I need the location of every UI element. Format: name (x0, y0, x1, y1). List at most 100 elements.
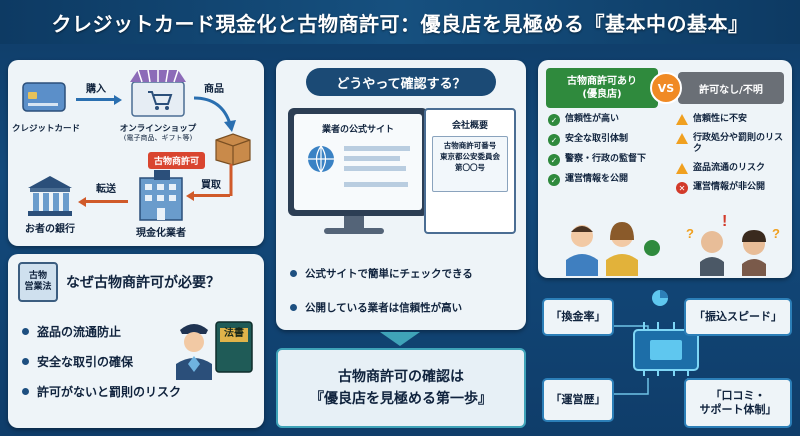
list-item: 許可がないと罰則のリスク (22, 376, 181, 406)
warning-icon (676, 114, 688, 125)
licensed-item-text: 警察・行政の監督下 (565, 154, 647, 164)
warning-icon (676, 133, 688, 144)
check-icon: ✓ (548, 154, 560, 166)
pie-chart-icon (652, 290, 668, 306)
list-item: 公開している業者は信頼性が高い (290, 290, 473, 324)
worried-customers-icon: ! ? ? (686, 213, 780, 276)
licensed-item-text: 運営情報を公開 (565, 174, 629, 184)
licensed-item-text: 信頼性が高い (565, 114, 620, 124)
credit-card-icon (22, 82, 66, 112)
list-item: ✓ 信頼性が高い (548, 114, 670, 126)
monitor-icon: 業者の公式サイト (288, 108, 428, 216)
chip-icon (633, 322, 699, 376)
box-to-dealer-line (229, 164, 233, 196)
law-badge-line2: 営業法 (24, 282, 52, 292)
licensed-subheading: (優良店) (582, 89, 622, 100)
list-item: ✓ 警察・行政の監督下 (548, 154, 670, 166)
why-panel: 古物 営業法 なぜ古物商許可が必要？ 盗品の流通防止 安全な取引の確保 許可がな… (8, 254, 264, 428)
monitor-base (324, 228, 384, 234)
conclusion-line2: 『優良店を見極める第一歩』 (310, 391, 492, 407)
svg-text:!: ! (722, 213, 727, 230)
why-header: 古物 営業法 なぜ古物商許可が必要？ (18, 262, 254, 302)
purchase-label: 購入 (86, 84, 106, 95)
svg-text:?: ? (686, 226, 694, 241)
criteria-speed: 「振込スピード」 (684, 298, 792, 336)
buyback-label: 買取 (201, 180, 221, 191)
flow-panel: クレジットカード 購入 オンラインショップ (電子商品、ギフト等) 商品 古物商… (8, 60, 264, 246)
goods-arrow-icon (193, 96, 236, 132)
transfer-arrow (78, 197, 128, 207)
check-icon: ✓ (548, 134, 560, 146)
permit-number-box: 古物商許可番号 東京都公安委員会 第〇〇号 (432, 136, 508, 192)
dealer-building-icon (139, 170, 183, 221)
law-book-label: 法書 (224, 328, 244, 339)
bullet-dot-icon (290, 269, 297, 277)
bullet-dot-icon (22, 327, 29, 335)
criteria-reviews-line1: 「口コミ・ (710, 389, 766, 402)
bank-label: お者の銀行 (25, 224, 75, 235)
online-shop-sub-label: (電子商品、ギフト等) (123, 134, 193, 142)
purchase-arrow (76, 95, 122, 105)
law-badge: 古物 営業法 (18, 262, 58, 302)
transfer-label: 転送 (96, 184, 116, 195)
list-item: 盗品流通のリスク (676, 163, 788, 174)
bullet-dot-icon (22, 357, 29, 365)
law-badge-line1: 古物 (28, 271, 47, 281)
unlicensed-item-text: 運営情報が非公開 (693, 182, 766, 192)
check-bullet-list: 公式サイトで簡単にチェックできる 公開している業者は信頼性が高い (290, 256, 473, 324)
unlicensed-list: 信頼性に不安 行政処分や罰則のリスク 盗品流通のリスク ✕ 運営情報が非公開 (676, 114, 788, 202)
vs-badge: VS (650, 72, 682, 104)
company-profile-doc: 会社概要 古物商許可番号 東京都公安委員会 第〇〇号 (424, 108, 516, 234)
credit-card-label: クレジットカード (11, 124, 80, 134)
text-lines-icon (344, 146, 410, 187)
doc-line3: 第〇〇号 (455, 163, 485, 172)
unlicensed-item-text: 盗品流通のリスク (693, 163, 766, 173)
list-item: 盗品の流通防止 (22, 316, 181, 346)
licensed-list: ✓ 信頼性が高い ✓ 安全な取引体制 ✓ 警察・行政の監督下 ✓ 運営情報を公開 (548, 114, 670, 194)
site-title: 業者の公式サイト (321, 125, 394, 135)
list-item: 信頼性に不安 (676, 114, 788, 125)
unlicensed-item-text: 信頼性に不安 (693, 114, 748, 124)
online-shop-icon (130, 69, 186, 117)
page-title: クレジットカード現金化と古物商許可：優良店を見極める『基本中の基本』 (51, 11, 749, 36)
check-panel: どうやって確認する？ 業者の公式サイト 会社概要 古物商許可番号 東京都公安委員… (276, 60, 526, 330)
doc-line2: 東京都公安委員会 (440, 152, 500, 161)
check-icon: ✓ (548, 174, 560, 186)
compare-panel: 古物商許可あり (優良店) 許可なし/不明 VS ✓信頼性が高い ✓安全な取引体… (538, 60, 792, 278)
conclusion-line1: 古物商許可の確認は (338, 369, 464, 385)
licensed-heading: 古物商許可あり (567, 76, 637, 87)
why-bullet-text: 許可がないと罰則のリスク (37, 384, 182, 399)
list-item: ✕ 運営情報が非公開 (676, 182, 788, 194)
monitor-screen: 業者の公式サイト (294, 114, 422, 210)
why-heading: なぜ古物商許可が必要？ (66, 275, 220, 291)
list-item: 行政処分や罰則のリスク (676, 133, 788, 155)
check-heading: どうやって確認する？ (306, 68, 496, 96)
title-bar: クレジットカード現金化と古物商許可：優良店を見極める『基本中の基本』 (0, 0, 800, 44)
down-arrow-icon (380, 332, 420, 346)
check-bullet-text: 公式サイトで簡単にチェックできる (305, 267, 473, 280)
goods-label: 商品 (204, 84, 224, 95)
why-bullet-list: 盗品の流通防止 安全な取引の確保 許可がないと罰則のリスク (22, 316, 181, 406)
conclusion-box: 古物商許可の確認は 『優良店を見極める第一歩』 (276, 348, 526, 428)
list-item: ✓ 安全な取引体制 (548, 134, 670, 146)
dealer-label: 現金化業者 (136, 228, 186, 239)
doc-title: 会社概要 (451, 121, 488, 131)
check-icon: ✓ (548, 114, 560, 126)
bank-icon (28, 176, 72, 216)
list-item: ✓ 運営情報を公開 (548, 174, 670, 186)
why-bullet-text: 盗品の流通防止 (37, 324, 122, 339)
licensed-item-text: 安全な取引体制 (565, 134, 629, 144)
police-officer-icon (176, 324, 212, 380)
criteria-reviews-line2: サポート体制」 (699, 403, 777, 416)
package-icon (215, 133, 251, 166)
criteria-reviews: 「口コミ・ サポート体制」 (684, 378, 792, 428)
check-bullet-text: 公開している業者は信頼性が高い (305, 301, 463, 314)
cross-icon: ✕ (676, 182, 688, 194)
globe-icon (308, 145, 334, 173)
online-shop-label: オンラインショップ (119, 124, 197, 134)
warning-icon (676, 163, 688, 174)
licensed-header: 古物商許可あり (優良店) (546, 68, 658, 108)
bullet-dot-icon (22, 387, 29, 395)
law-book-icon (215, 321, 253, 373)
svg-text:?: ? (772, 226, 780, 241)
